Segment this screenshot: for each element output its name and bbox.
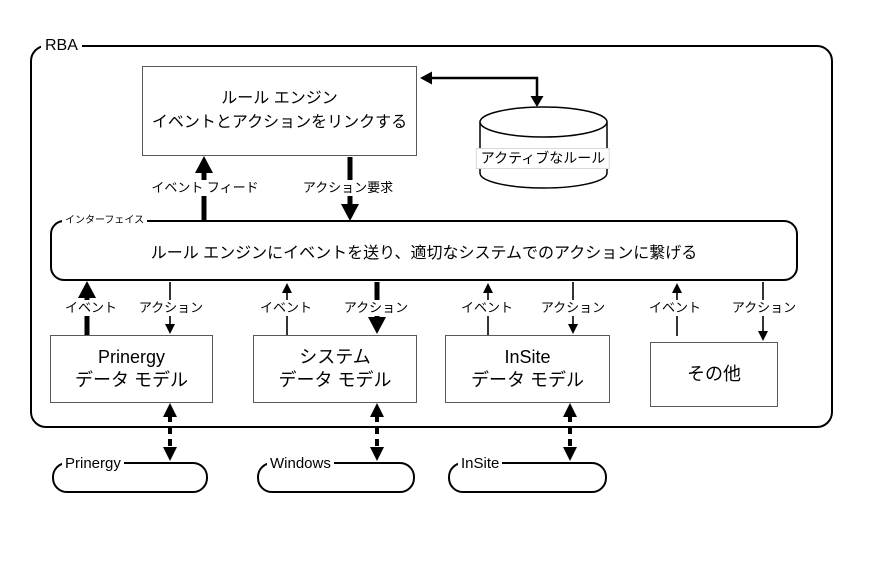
prinergy-system-label: Prinergy	[62, 454, 124, 473]
box-subtitle: データ モデル	[74, 370, 188, 390]
interface-bar: インターフェイス ルール エンジンにイベントを送り、適切なシステムでのアクション…	[50, 214, 798, 281]
rule-engine-title: ルール エンジン	[221, 90, 338, 107]
rule-engine-box: ルール エンジン イベントとアクションをリンクする	[142, 66, 417, 156]
col2-action-label: アクション	[340, 300, 412, 316]
box-subtitle: データ モデル	[470, 370, 584, 390]
col1-action-label: アクション	[135, 300, 207, 316]
col1-event-label: イベント	[61, 300, 121, 316]
prinergy-data-model-box: Prinergy データ モデル	[50, 335, 213, 403]
windows-system-label: Windows	[267, 454, 334, 473]
col2-event-label: イベント	[256, 300, 316, 316]
col3-event-label: イベント	[457, 300, 517, 316]
prinergy-system-shape: Prinergy	[52, 454, 208, 493]
other-box: その他	[650, 342, 778, 407]
action-request-label: アクション要求	[299, 180, 397, 196]
box-subtitle: データ モデル	[278, 370, 392, 390]
system-data-model-box: システム データ モデル	[253, 335, 417, 403]
rule-engine-subtitle: イベントとアクションをリンクする	[151, 114, 408, 131]
insite-data-model-box: InSite データ モデル	[445, 335, 610, 403]
interface-label: インターフェイス	[62, 214, 148, 227]
rba-frame: RBA	[30, 36, 833, 428]
box-title: その他	[687, 364, 741, 384]
col3-action-label: アクション	[537, 300, 609, 316]
box-title: システム	[299, 347, 371, 367]
rba-frame-label: RBA	[41, 36, 82, 56]
insite-system-label: InSite	[458, 454, 503, 473]
col4-action-label: アクション	[728, 300, 800, 316]
col4-event-label: イベント	[645, 300, 705, 316]
box-title: InSite	[504, 347, 551, 367]
insite-system-shape: InSite	[448, 454, 607, 493]
windows-system-shape: Windows	[257, 454, 415, 493]
box-title: Prinergy	[97, 347, 166, 367]
interface-description: ルール エンジンにイベントを送り、適切なシステムでのアクションに繋げる	[150, 244, 698, 262]
active-rules-label: アクティブなルール	[475, 148, 611, 169]
event-feed-label: イベント フィード	[148, 180, 262, 196]
